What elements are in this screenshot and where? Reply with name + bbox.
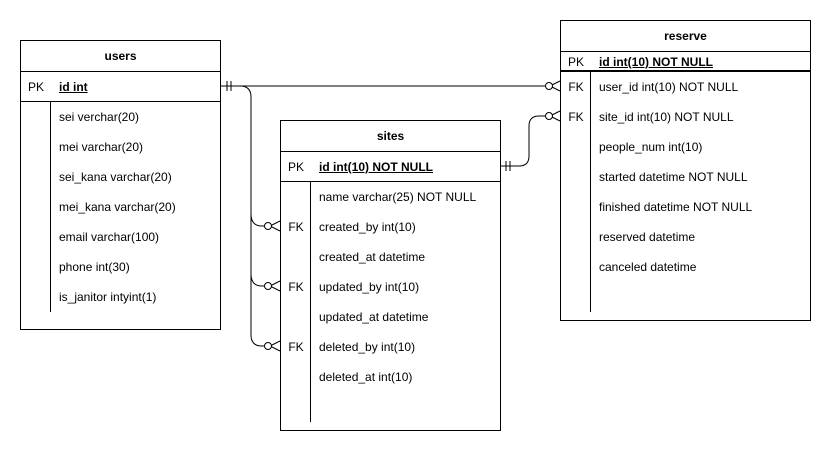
sites-field-row: name varchar(25) NOT NULL	[281, 182, 500, 212]
reserve-pk-row: PK id int(10) NOT NULL	[561, 52, 810, 72]
reserve-field-row: people_num int(10)	[561, 132, 810, 162]
reserve-fields: FK user_id int(10) NOT NULL FK site_id int(…	[561, 72, 810, 318]
users-field-row: mei_kana varchar(20)	[21, 192, 220, 222]
sites-field-name: deleted_at int(10)	[319, 370, 413, 384]
sites-field-row: FK created_by int(10)	[281, 212, 500, 242]
sites-field-row: FK deleted_by int(10)	[281, 332, 500, 362]
sites-pk-row: PK id int(10) NOT NULL	[281, 152, 500, 182]
users-field-name: sei verchar(20)	[59, 110, 140, 124]
reserve-field-row: finished datetime NOT NULL	[561, 192, 810, 222]
reserve-field-row: FK user_id int(10) NOT NULL	[561, 72, 810, 102]
reserve-field-name: people_num int(10)	[599, 140, 703, 154]
users-pk-row: PK id int	[21, 72, 220, 102]
users-pk-label: PK	[27, 80, 44, 94]
users-field-name: email varchar(100)	[59, 230, 160, 244]
reserve-field-name: started datetime NOT NULL	[599, 170, 748, 184]
sites-field-name: created_at datetime	[319, 250, 426, 264]
users-sites-updated-branch	[250, 273, 264, 287]
users-field-row: phone int(30)	[21, 252, 220, 282]
users-table-title: users	[21, 41, 220, 72]
users-field-row: email varchar(100)	[21, 222, 220, 252]
users-key-separator	[50, 102, 51, 312]
sites-field-key: FK	[288, 280, 304, 294]
sites-updated-zero-mark	[264, 282, 272, 290]
sites-key-separator	[310, 182, 311, 422]
reserve-field-row: started datetime NOT NULL	[561, 162, 810, 192]
sites-field-name: created_by int(10)	[319, 220, 416, 234]
users-field-row: sei verchar(20)	[21, 102, 220, 132]
reserve-field-name: user_id int(10) NOT NULL	[599, 80, 739, 94]
reserve-field-name: reserved datetime	[599, 230, 696, 244]
users-field-row: is_janitor intyint(1)	[21, 282, 220, 312]
users-field-row: mei varchar(20)	[21, 132, 220, 162]
reserve-field-row: canceled datetime	[561, 252, 810, 282]
reserve-key-separator	[590, 72, 591, 312]
reserve-site-zero-mark	[545, 112, 553, 120]
sites-deleted-zero-mark	[264, 342, 272, 350]
reserve-table[interactable]: reserve PK id int(10) NOT NULL FK user_id…	[560, 20, 811, 321]
reserve-table-title: reserve	[561, 21, 810, 52]
reserve-field-row: FK site_id int(10) NOT NULL	[561, 102, 810, 132]
reserve-field-row: reserved datetime	[561, 222, 810, 252]
users-field-name: is_janitor intyint(1)	[59, 290, 157, 304]
sites-field-name: deleted_by int(10)	[319, 340, 416, 354]
sites-field-row: FK updated_by int(10)	[281, 272, 500, 302]
reserve-field-key: FK	[568, 110, 584, 124]
users-fields: sei verchar(20) mei varchar(20) sei_kana v…	[21, 102, 220, 330]
sites-field-key: FK	[288, 340, 304, 354]
sites-reserve-relation	[501, 115, 546, 167]
users-field-row: sei_kana varchar(20)	[21, 162, 220, 192]
reserve-field-key: FK	[568, 80, 584, 94]
users-sites-created-branch	[250, 213, 264, 227]
users-pk-field: id int	[59, 80, 88, 94]
sites-field-name: updated_by int(10)	[319, 280, 420, 294]
sites-field-row: deleted_at int(10)	[281, 362, 500, 392]
reserve-pk-field: id int(10) NOT NULL	[599, 55, 713, 69]
reserve-user-zero-mark	[545, 82, 553, 90]
users-table[interactable]: users PK id int sei verchar(20) mei varch…	[20, 40, 221, 330]
users-field-name: mei varchar(20)	[59, 140, 144, 154]
users-field-name: sei_kana varchar(20)	[59, 170, 172, 184]
sites-field-key: FK	[288, 220, 304, 234]
reserve-field-name: finished datetime NOT NULL	[599, 200, 753, 214]
sites-field-name: name varchar(25) NOT NULL	[319, 190, 477, 204]
sites-created-zero-mark	[264, 222, 272, 230]
sites-pk-label: PK	[287, 160, 304, 174]
sites-table-title: sites	[281, 121, 500, 152]
sites-table[interactable]: sites PK id int(10) NOT NULL name varcha…	[280, 120, 501, 431]
sites-fields: name varchar(25) NOT NULL FK created_by in…	[281, 182, 500, 430]
reserve-field-name: canceled datetime	[599, 260, 697, 274]
sites-field-row: created_at datetime	[281, 242, 500, 272]
reserve-field-name: site_id int(10) NOT NULL	[599, 110, 734, 124]
users-sites-bus	[239, 85, 264, 347]
users-field-name: phone int(30)	[59, 260, 130, 274]
reserve-pk-label: PK	[567, 55, 584, 69]
sites-field-name: updated_at datetime	[319, 310, 429, 324]
sites-field-row: updated_at datetime	[281, 302, 500, 332]
sites-pk-field: id int(10) NOT NULL	[319, 160, 433, 174]
users-field-name: mei_kana varchar(20)	[59, 200, 176, 214]
